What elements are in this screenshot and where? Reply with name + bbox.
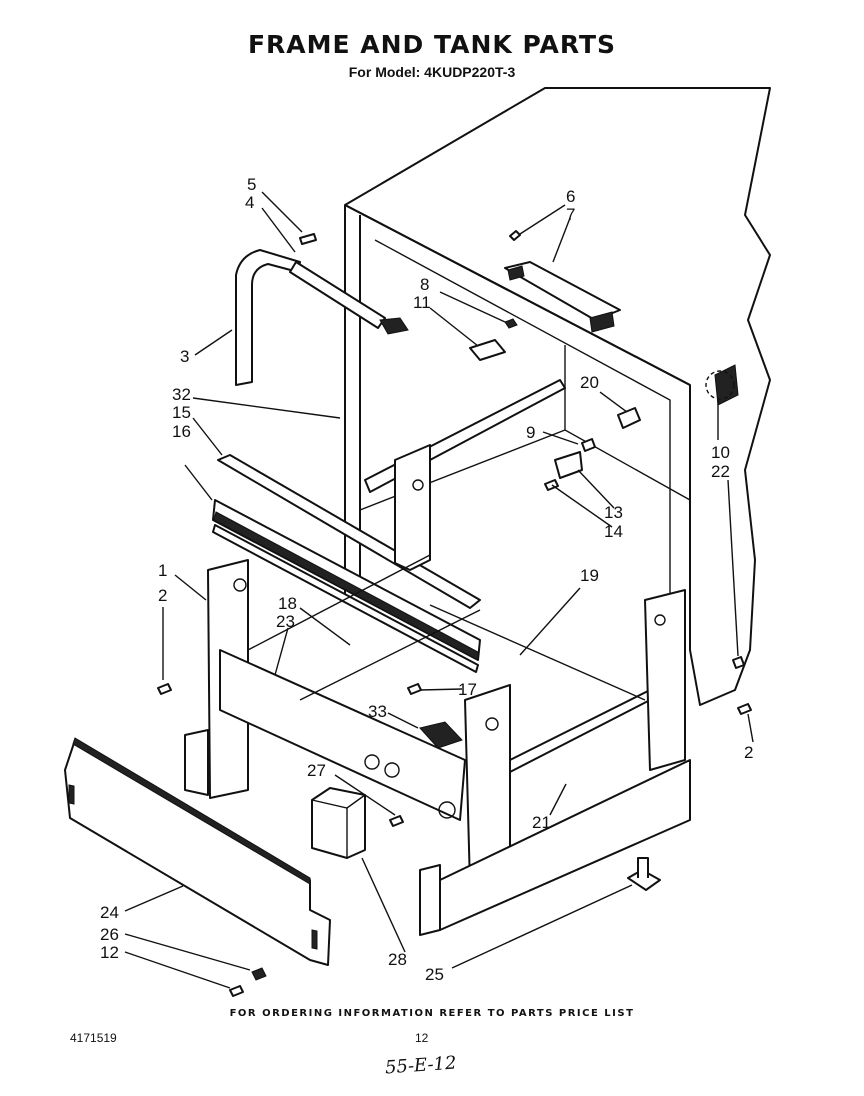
callout-5: 5 bbox=[247, 175, 256, 194]
callout-14: 14 bbox=[604, 522, 623, 541]
document-number: 4171519 bbox=[70, 1031, 117, 1045]
screw-icon-12 bbox=[229, 985, 244, 997]
callout-10: 10 bbox=[711, 443, 730, 462]
callout-32: 32 bbox=[172, 385, 191, 404]
callout-21: 21 bbox=[532, 813, 551, 832]
screw-icon-27 bbox=[389, 815, 404, 827]
control-box bbox=[311, 787, 366, 859]
callout-20: 20 bbox=[580, 373, 599, 392]
fastener-icon-9 bbox=[581, 438, 596, 452]
callout-4: 4 bbox=[245, 193, 254, 212]
callout-11: 11 bbox=[413, 293, 431, 312]
page-number: 12 bbox=[415, 1031, 429, 1045]
bushing-part bbox=[617, 407, 641, 429]
callout-26: 26 bbox=[100, 925, 119, 944]
screw-icon-17 bbox=[407, 683, 422, 695]
callout-2-left: 2 bbox=[158, 586, 167, 605]
callout-24: 24 bbox=[100, 903, 119, 922]
callout-6: 6 bbox=[566, 187, 575, 206]
rear-upright-left bbox=[394, 444, 431, 571]
toe-panel bbox=[64, 737, 331, 966]
screw-icon-13 bbox=[544, 479, 559, 491]
callout-28: 28 bbox=[388, 950, 407, 969]
front-rail-assembly bbox=[212, 379, 566, 673]
leader-lines bbox=[124, 191, 754, 989]
callout-16: 16 bbox=[172, 422, 191, 441]
screw-icon-right bbox=[737, 703, 752, 715]
callout-18: 18 bbox=[278, 594, 297, 613]
callout-12: 12 bbox=[100, 943, 119, 962]
callout-19: 19 bbox=[580, 566, 599, 585]
bracket-part-13 bbox=[554, 451, 583, 479]
callout-15: 15 bbox=[172, 403, 191, 422]
callout-3: 3 bbox=[180, 347, 189, 366]
callout-8: 8 bbox=[420, 275, 429, 294]
callout-2-right: 2 bbox=[744, 743, 753, 762]
corner-bracket-icon bbox=[714, 364, 739, 406]
callout-25: 25 bbox=[425, 965, 444, 984]
clip-part bbox=[469, 339, 506, 361]
model-subtitle: For Model: 4KUDP220T-3 bbox=[348, 64, 516, 80]
base-frame bbox=[184, 554, 691, 936]
screw-icon bbox=[299, 233, 317, 245]
callout-9: 9 bbox=[526, 423, 535, 442]
ordering-notice: FOR ORDERING INFORMATION REFER TO PARTS … bbox=[229, 1008, 635, 1019]
page-title: FRAME AND TANK PARTS bbox=[247, 30, 617, 59]
callout-13: 13 bbox=[604, 503, 623, 522]
callout-23: 23 bbox=[276, 612, 295, 631]
tank-assembly bbox=[344, 87, 771, 706]
callout-22: 22 bbox=[711, 462, 730, 481]
top-bracket bbox=[504, 230, 621, 333]
nut-icon bbox=[504, 318, 518, 329]
callout-1: 1 bbox=[158, 561, 167, 580]
callout-27: 27 bbox=[307, 761, 326, 780]
callout-17: 17 bbox=[458, 680, 477, 699]
leveling-leg bbox=[627, 857, 661, 891]
screw-icon-22 bbox=[732, 656, 745, 669]
callout-labels: 5 4 6 7 8 11 3 20 9 10 22 32 15 16 13 14… bbox=[100, 175, 753, 984]
clip-icon-26 bbox=[251, 967, 267, 981]
callout-33: 33 bbox=[368, 702, 387, 721]
block-part bbox=[419, 721, 463, 749]
callout-7: 7 bbox=[566, 205, 575, 224]
screw-icon-left bbox=[157, 683, 172, 695]
